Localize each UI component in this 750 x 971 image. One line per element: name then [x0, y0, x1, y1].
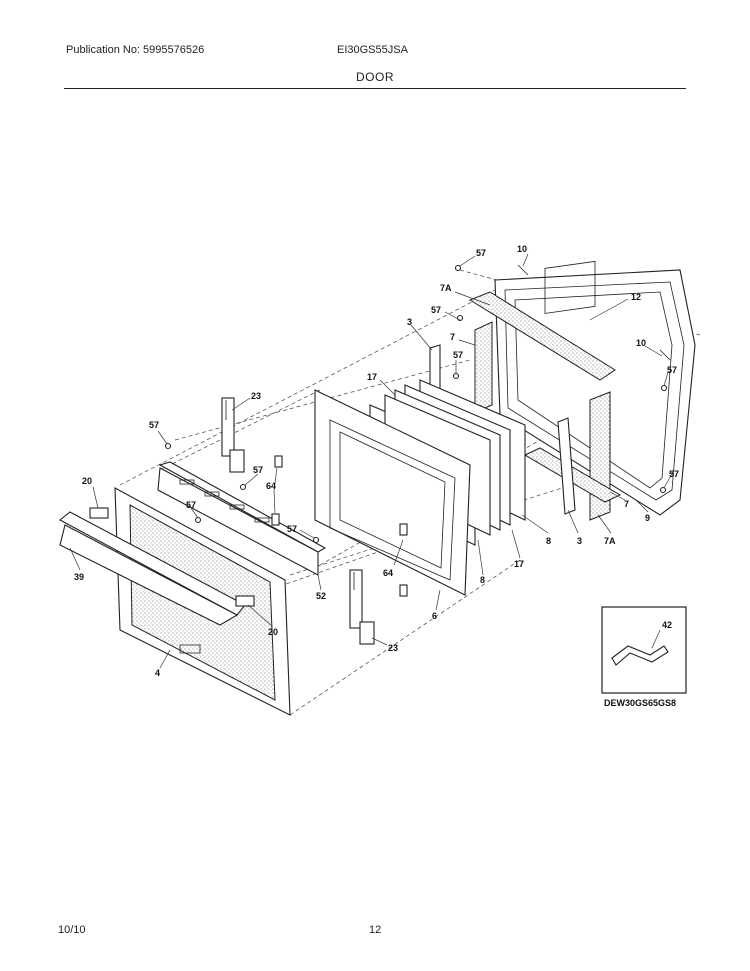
- leader-lines: [69, 253, 675, 669]
- callout-57: 57: [149, 420, 159, 430]
- callout-57: 57: [253, 465, 263, 475]
- page-number: 12: [369, 924, 382, 936]
- header-rule: [64, 88, 686, 89]
- callout-23: 23: [388, 643, 398, 653]
- callout-7a: 7A: [440, 283, 452, 293]
- callout-52: 52: [316, 591, 326, 601]
- callout-39: 39: [74, 572, 84, 582]
- callout-12: 12: [631, 292, 641, 302]
- callout-42: 42: [662, 620, 672, 630]
- callout-6: 6: [432, 611, 437, 621]
- hinges-23: [221, 397, 375, 645]
- callout-labels: 57 10 7A 12 57 3 7 57 10 57 17 23 57 20 …: [74, 244, 679, 678]
- callout-7a: 7A: [604, 536, 616, 546]
- callout-57: 57: [667, 365, 677, 375]
- callout-57: 57: [186, 500, 196, 510]
- callout-23: 23: [251, 391, 261, 401]
- callout-8: 8: [546, 536, 551, 546]
- inset-part-42: 42 DEW30GS65GS8: [601, 606, 687, 708]
- handle-endcaps-20: [89, 507, 255, 607]
- callout-20: 20: [268, 627, 278, 637]
- callout-57: 57: [287, 524, 297, 534]
- section-title: DOOR: [356, 70, 394, 84]
- callout-9: 9: [645, 513, 650, 523]
- vent-trim-52: [157, 461, 327, 576]
- callout-3: 3: [577, 536, 582, 546]
- callout-57: 57: [476, 248, 486, 258]
- callout-20: 20: [82, 476, 92, 486]
- door-frame-6: [314, 389, 471, 596]
- inset-caption: DEW30GS65GS8: [604, 698, 676, 708]
- callout-10: 10: [636, 338, 646, 348]
- publication-number: Publication No: 5995576526: [66, 44, 205, 56]
- callout-57: 57: [431, 305, 441, 315]
- callout-57: 57: [669, 469, 679, 479]
- callout-64: 64: [266, 481, 276, 491]
- callout-17: 17: [367, 372, 377, 382]
- callout-4: 4: [155, 668, 160, 678]
- callout-7: 7: [624, 499, 629, 509]
- footer-date: 10/10: [58, 924, 86, 936]
- model-number: EI30GS55JSA: [337, 44, 408, 56]
- callout-57: 57: [453, 350, 463, 360]
- clips-64: [271, 455, 408, 597]
- callout-64: 64: [383, 568, 393, 578]
- callout-10: 10: [517, 244, 527, 254]
- callout-7: 7: [450, 332, 455, 342]
- callout-17: 17: [514, 559, 524, 569]
- callout-3: 3: [407, 317, 412, 327]
- callout-8: 8: [480, 575, 485, 585]
